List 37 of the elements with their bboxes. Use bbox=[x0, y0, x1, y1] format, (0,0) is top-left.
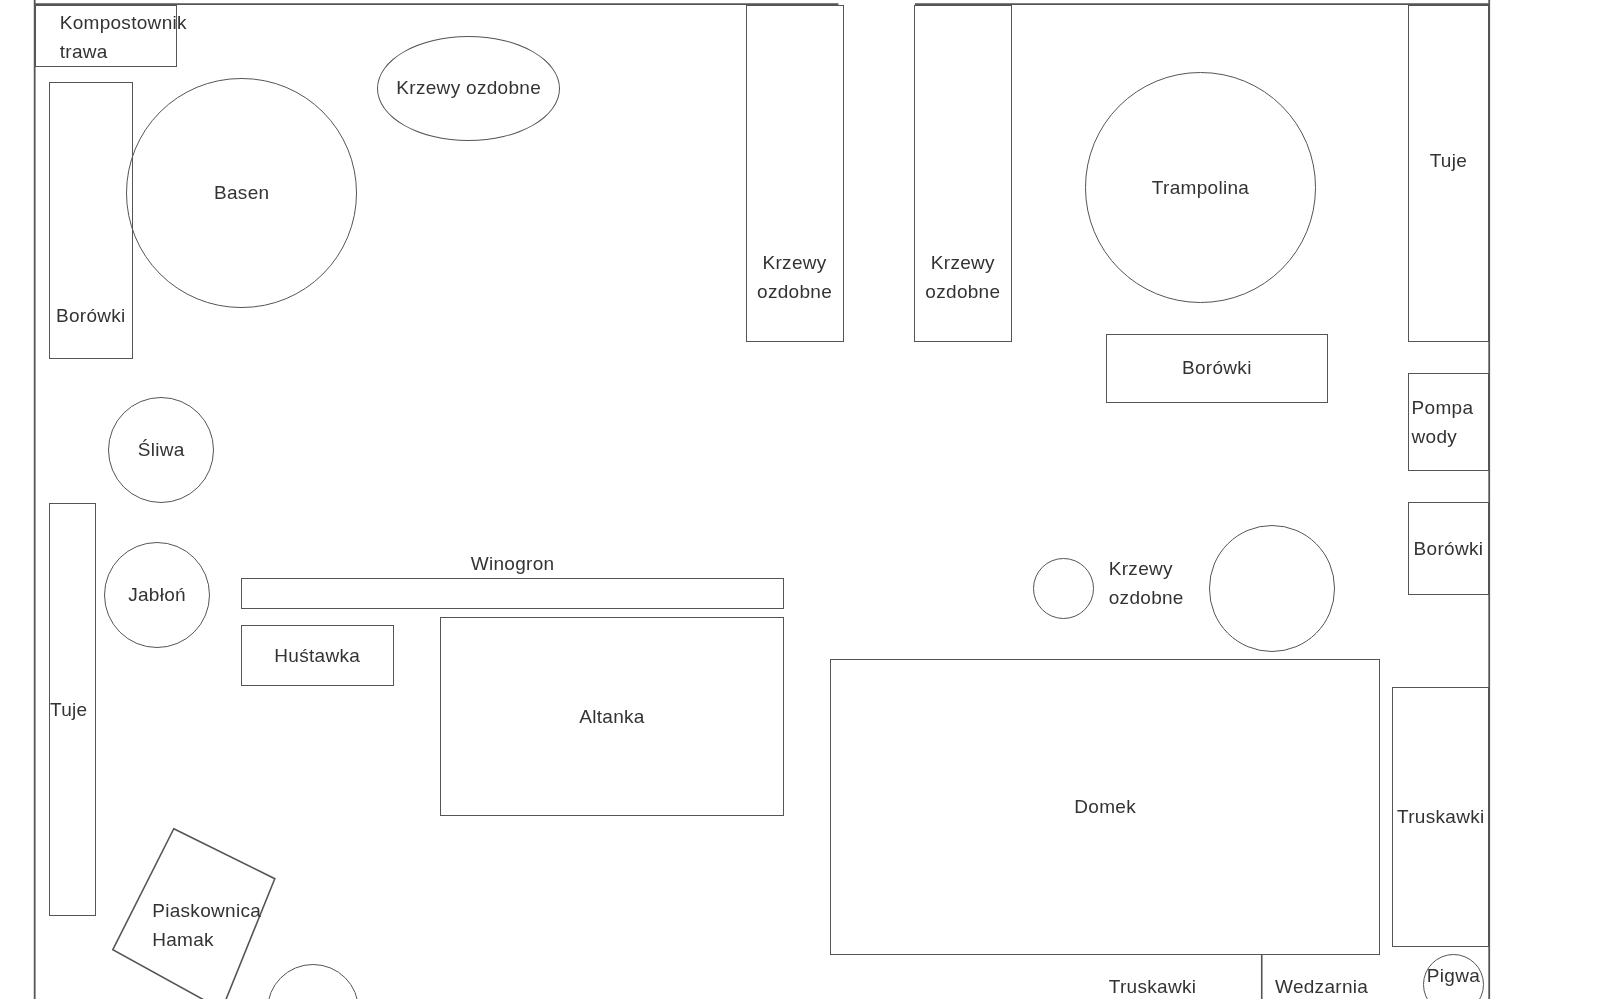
area-label: Domek bbox=[1074, 795, 1136, 820]
area-label: Krzewy ozdobne bbox=[756, 250, 834, 305]
area-label: Borówki bbox=[55, 303, 126, 328]
area-label: Borówki bbox=[1413, 536, 1484, 561]
plan-area-box bbox=[48, 502, 96, 916]
area-label: Basen bbox=[214, 181, 270, 206]
plan-area-box bbox=[745, 5, 844, 342]
area-label: Krzewy ozdobne bbox=[1108, 556, 1185, 611]
area-label: Truskawki bbox=[1108, 975, 1198, 999]
area-label: Tuje bbox=[1429, 149, 1468, 174]
area-label: Hamak bbox=[152, 928, 214, 953]
plan-area-box bbox=[1392, 687, 1490, 947]
plan-area-box bbox=[1407, 373, 1490, 472]
plan-ellipse bbox=[377, 35, 560, 141]
area-label: Piaskownica bbox=[152, 898, 262, 923]
area-label: Truskawki bbox=[1397, 805, 1485, 830]
plan-area-box bbox=[1407, 5, 1490, 342]
plan-area-box bbox=[48, 81, 133, 360]
plan-area-box bbox=[913, 5, 1012, 342]
plan-area-box bbox=[240, 625, 394, 687]
area-label: Krzewy ozdobne bbox=[924, 250, 1002, 305]
area-label: Jabłoń bbox=[128, 582, 186, 607]
area-label: Winogron bbox=[470, 551, 555, 576]
area-label: Tuje bbox=[49, 697, 88, 722]
area-label: Pigwa bbox=[1426, 963, 1481, 988]
area-label: Pompa wody bbox=[1411, 395, 1475, 450]
plan-area-box bbox=[439, 617, 785, 816]
area-label: Trampolina bbox=[1151, 175, 1250, 200]
area-label: Huśtawka bbox=[274, 644, 361, 669]
area-label: Borówki bbox=[1182, 356, 1252, 381]
area-label: Krzewy ozdobne bbox=[396, 76, 541, 101]
plan-area-box bbox=[1105, 333, 1329, 403]
area-label: Wedzarnia bbox=[1275, 975, 1370, 999]
plan-area-box bbox=[830, 658, 1381, 955]
plan-area-box bbox=[1407, 501, 1490, 595]
area-label: Altanka bbox=[579, 704, 645, 729]
area-label: Śliwa bbox=[137, 438, 185, 463]
